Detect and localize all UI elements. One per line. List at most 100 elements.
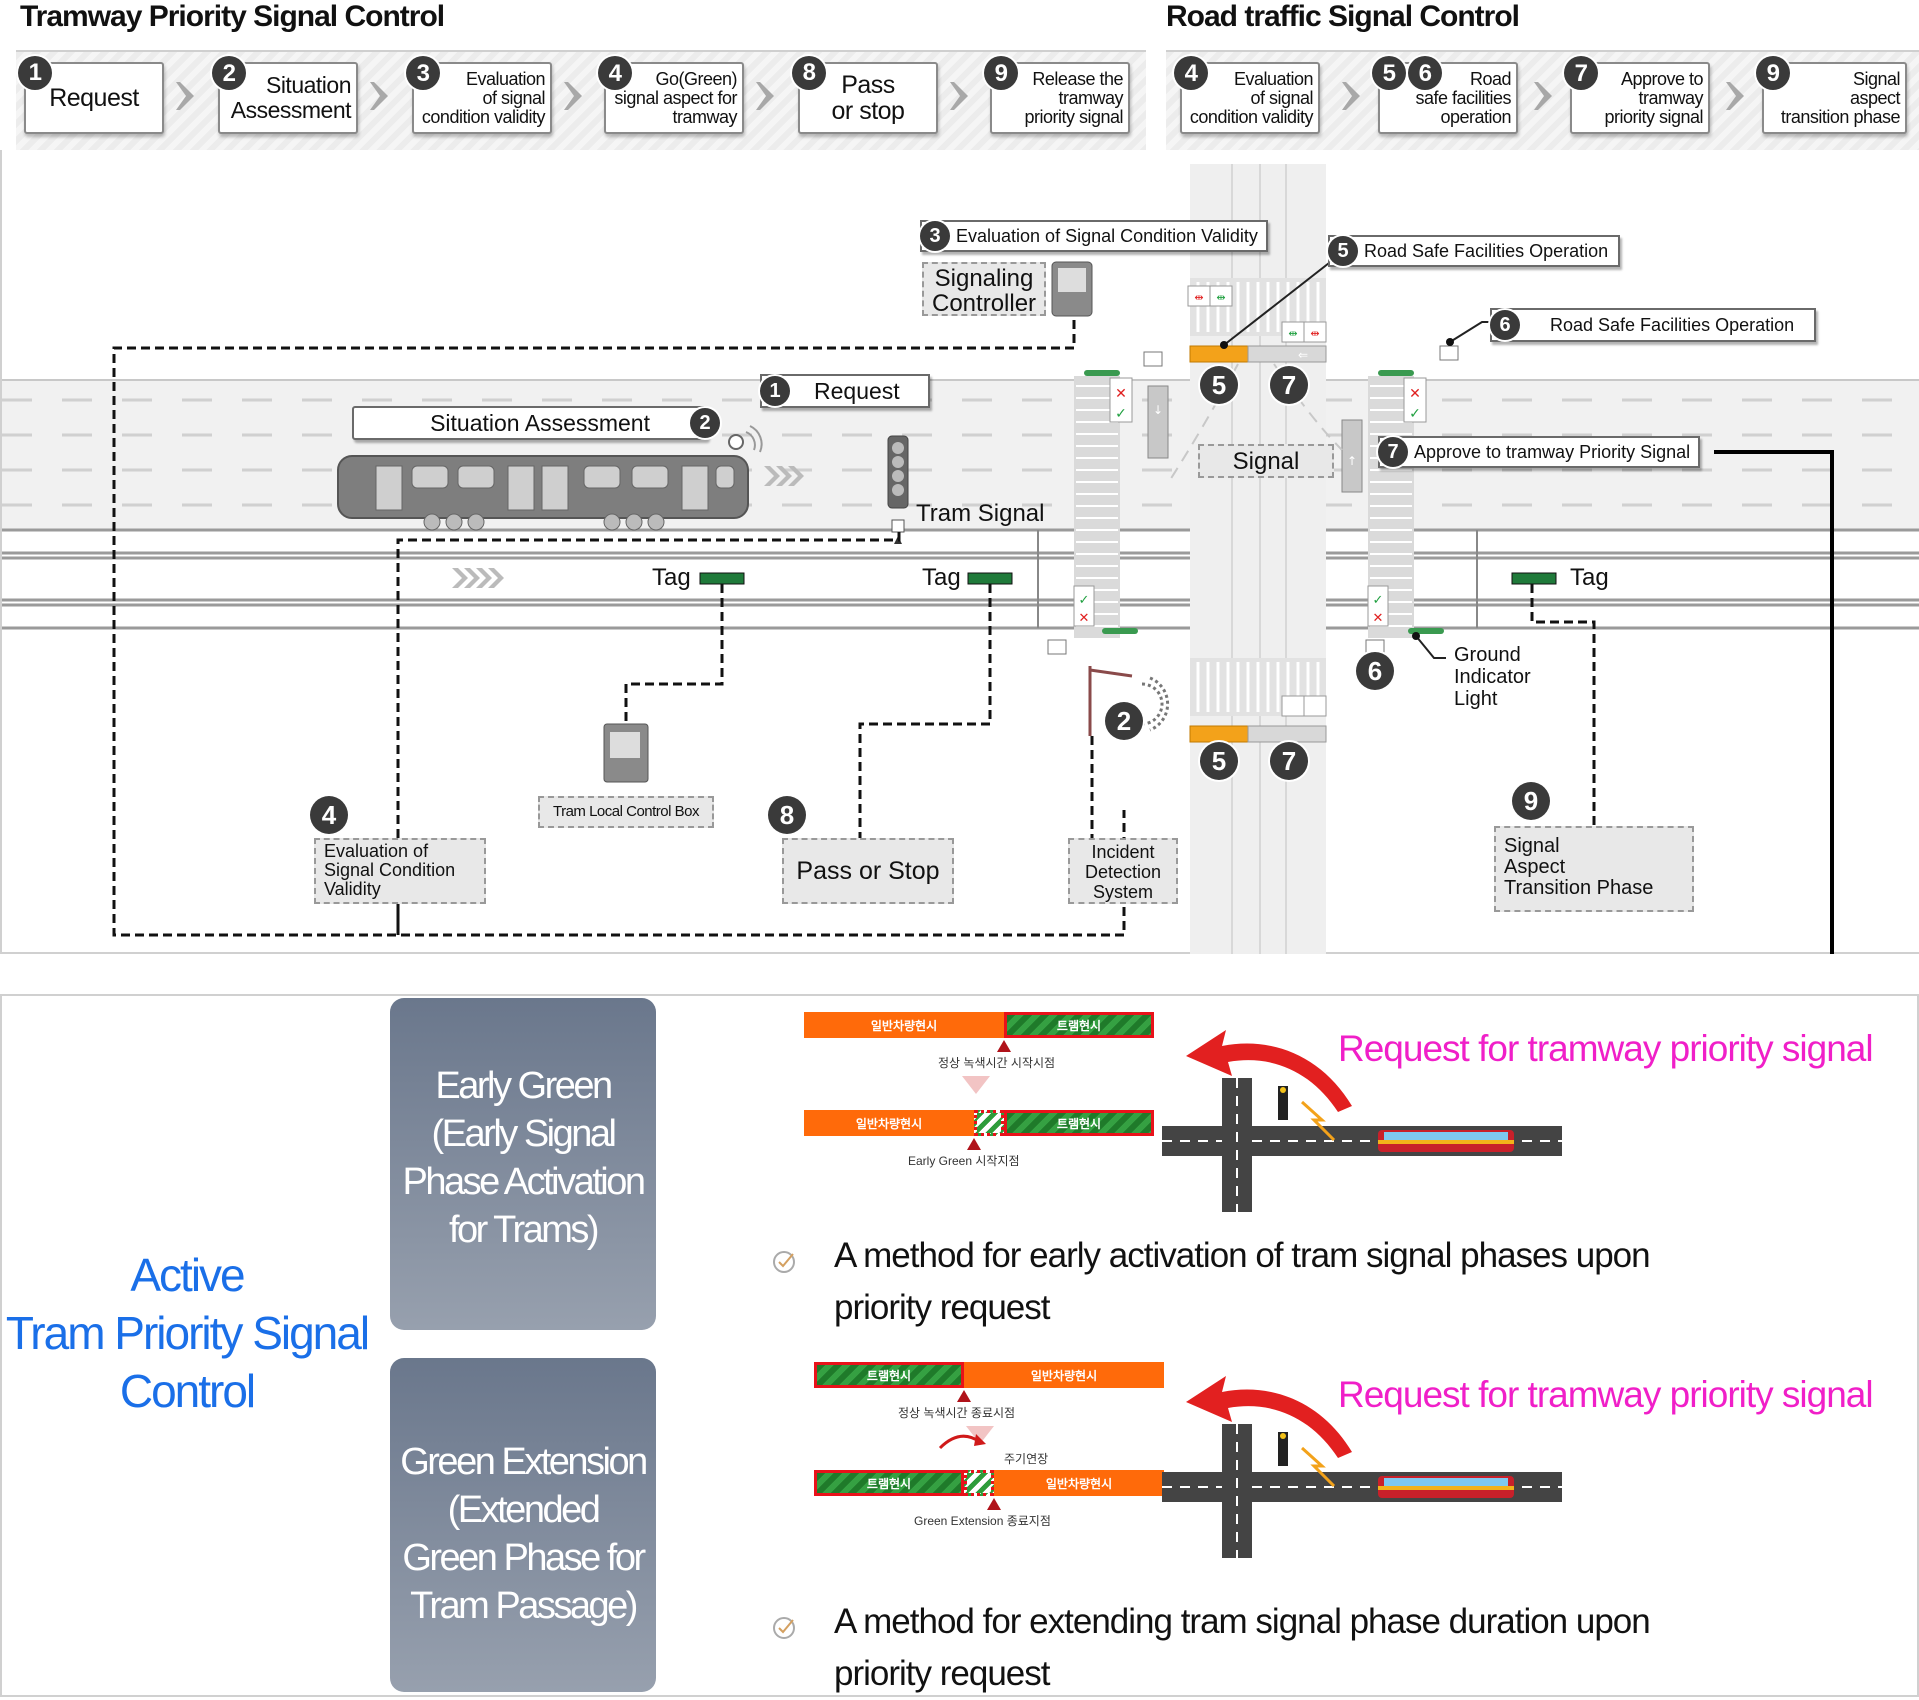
step-chevrons (176, 82, 1744, 110)
tram-tracks (2, 528, 1919, 630)
step-number-badge: 5 (1372, 56, 1406, 90)
step-number-badge: 7 (1564, 56, 1598, 90)
step-label: Situation Assessment (230, 72, 352, 123)
step-number-badge: 2 (212, 56, 246, 90)
step-label: Release the tramway priority signal (1024, 68, 1123, 127)
svg-text:✕: ✕ (1409, 386, 1421, 402)
step-marker: 5 (1200, 366, 1238, 404)
green-extension-card: Green Extension (Extended Green Phase fo… (390, 1358, 656, 1692)
callout-number-badge: 1 (760, 376, 790, 406)
early-green-card: Early Green (Early Signal Phase Activati… (390, 998, 656, 1330)
step-marker: 7 (1270, 742, 1308, 780)
callout-road-safe-6: 6 Road Safe Facilities Operation (1490, 308, 1816, 342)
connection-lines (112, 320, 1596, 937)
callout-label: Approve to tramway Priority Signal (1414, 441, 1691, 462)
svg-text:✕: ✕ (1079, 611, 1090, 626)
signal-box: Signal (1198, 444, 1334, 478)
step-marker: 6 (1356, 652, 1394, 690)
ground-indicator-light (1084, 370, 1120, 376)
callout-number-badge: 3 (920, 221, 950, 251)
step-number-badge: 8 (792, 56, 826, 90)
step-number-badge: 1 (18, 56, 52, 90)
general-phase-bar: 일반차량현시 (804, 1012, 1004, 1038)
incident-detection-box: Incident Detection System (1068, 838, 1178, 904)
step-marker: 2 (1105, 702, 1143, 740)
callout-label: Request (814, 377, 900, 404)
phase-caption: Green Extension 종료지점 (914, 1514, 1051, 1528)
svg-text:↑: ↑ (1347, 454, 1357, 468)
step-marker: 9 (1512, 782, 1550, 820)
step-label: Signal aspect transition phase (1780, 68, 1901, 127)
pedestrian-crossing-sign-icon: ⇹ ⇹ ⇹ ⇹ (1187, 285, 1327, 717)
chevron-right-icon (564, 82, 582, 110)
tram-vehicle-icon (337, 425, 763, 531)
signal-aspect-transition-box: Signal Aspect Transition Phase (1494, 826, 1694, 912)
tram-step-go-green: 4 Go(Green) signal aspect for tramway (598, 56, 744, 134)
pedestrian-signal-icon: ✕ ✓ (1403, 377, 1427, 423)
pass-or-stop-box: Pass or Stop (782, 838, 954, 904)
svg-text:✕: ✕ (1373, 611, 1384, 626)
step-label: Evaluation of signal condition validity (421, 68, 546, 127)
tram-signal-label: Tram Signal (916, 500, 1045, 527)
svg-text:⇹: ⇹ (1216, 291, 1225, 304)
tram-signal-icon (887, 435, 909, 544)
chevron-right-icon (1534, 82, 1552, 110)
phase-caption: 정상 녹색시간 시작시점 (938, 1056, 1056, 1070)
callout-road-safe-5: 5 Road Safe Facilities Operation (1328, 235, 1621, 267)
direction-arrows-icon (452, 466, 804, 588)
general-phase-bar: 일반차량현시 (804, 1110, 974, 1136)
wireless-signal-icon (1300, 1446, 1336, 1488)
road-step-approve: 7 Approve to tramway priority signal (1564, 56, 1710, 134)
tag-icon (699, 572, 1557, 585)
callout-label: Situation Assessment (430, 409, 650, 436)
callout-number-badge: 6 (1490, 310, 1520, 340)
step-label: Road safe facilities operation (1415, 68, 1511, 127)
step-number-badge: 4 (598, 56, 632, 90)
road-safe-facility-bar: ⇐ (1189, 345, 1327, 743)
arrow-down-icon (962, 1076, 990, 1094)
step-label: Go(Green) signal aspect for tramway (614, 68, 737, 127)
general-phase-bar: 일반차량현시 (964, 1362, 1164, 1388)
marker-triangle-icon (967, 1138, 981, 1150)
step-label: Approve to tramway priority signal (1604, 68, 1703, 127)
green-extension-bar (964, 1470, 994, 1496)
tram-phase-bar: 트램현시 (1004, 1012, 1154, 1038)
tram-step-request: 1 Request (18, 56, 164, 134)
request-arrow-icon (1186, 1376, 1352, 1458)
svg-text:✓: ✓ (1115, 406, 1127, 422)
road-step-safe-facilities: 5 6 Road safe facilities operation (1372, 56, 1518, 134)
marker-triangle-icon (997, 1040, 1011, 1052)
request-priority-text: Request for tramway priority signal (1338, 1374, 1874, 1415)
step-label: Pass or stop (831, 71, 905, 125)
signaling-controller-box: Signaling Controller (922, 262, 1046, 316)
pedestrian-signal-icon: ✕ ✓ (1109, 377, 1133, 423)
diagram-graphics: ✕ ✓ ✕ ✓ ✓ ✕ ✓ ✕ ⇹ ⇹ ⇹ ⇹ (2, 164, 1919, 954)
tram-local-control-box-label: Tram Local Control Box (538, 796, 714, 828)
callout-situation-assessment: Situation Assessment 2 (352, 406, 720, 440)
svg-text:✓: ✓ (1409, 406, 1421, 422)
request-priority-text: Request for tramway priority signal (1338, 1028, 1874, 1069)
step-marker: 4 (310, 796, 348, 834)
step-marker: 8 (768, 796, 806, 834)
approve-connector-arrow (1714, 450, 1834, 954)
extend-arrow-icon (938, 1434, 986, 1450)
checkmark-circle-icon (773, 1617, 795, 1639)
step-marker: 5 (1200, 742, 1238, 780)
ground-indicator-light-label: Ground Indicator Light (1454, 644, 1531, 710)
tram-section-title: Tramway Priority Signal Control (20, 0, 445, 33)
callout-label: Evaluation of Signal Condition Validity (956, 225, 1258, 246)
tag-label: Tag (922, 564, 961, 591)
incident-detection-pole-icon (1088, 666, 1170, 736)
tram-phase-bar: 트램현시 (814, 1362, 964, 1388)
lane-markings (2, 398, 1919, 507)
svg-text:⇹: ⇹ (1288, 327, 1297, 340)
callout-request: 1 Request (760, 374, 930, 408)
phase-caption: 주기연장 (1004, 1452, 1049, 1466)
active-tram-priority-section: Active Tram Priority Signal Control Earl… (0, 994, 1919, 1697)
traffic-signal-icon (1278, 1086, 1288, 1120)
early-green-extension-bar (974, 1110, 1004, 1136)
svg-text:✕: ✕ (1115, 386, 1127, 402)
signaling-controller-cabinet-icon (1051, 261, 1093, 317)
step-marker: 7 (1270, 366, 1308, 404)
green-extension-description: A method for extending tram signal phase… (834, 1602, 1651, 1693)
